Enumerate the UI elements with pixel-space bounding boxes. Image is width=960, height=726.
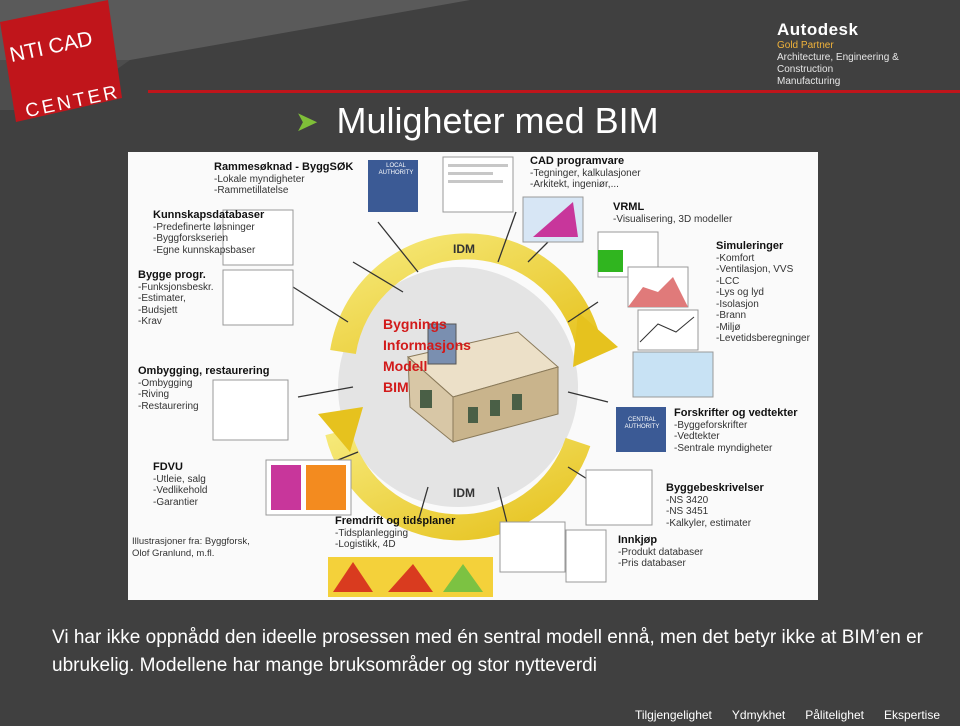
building-window-block <box>427 323 457 365</box>
illustration-credit: Illustrasjoner fra: Byggforsk, Olof Gran… <box>132 536 250 559</box>
partner-fields: Architecture, Engineering & Construction <box>777 52 899 75</box>
label-simulering: Simuleringer -Komfort -Ventilasjon, VVS … <box>716 240 810 344</box>
slide-title-text: Muligheter med BIM <box>336 100 659 141</box>
label-byggebeskrivelser: Byggebeskrivelser -NS 3420 -NS 3451 -Kal… <box>666 482 764 529</box>
footer-value-ekspertise: Ekspertise <box>883 708 940 722</box>
label-bygge: Bygge progr. -Funksjonsbeskr. -Estimater… <box>138 269 214 327</box>
idm-label-top: IDM <box>453 242 475 256</box>
label-cad: CAD programvare -Tegninger, kalkulasjone… <box>530 155 641 190</box>
label-innkjop: Innkjøp -Produkt databaser -Pris databas… <box>618 534 704 569</box>
label-kunnskap: Kunnskapsdatabaser -Predefinerte løsning… <box>153 209 265 256</box>
label-vrml: VRML -Visualisering, 3D modeller <box>613 201 733 225</box>
bullet-arrow-icon: ➤ <box>295 105 319 137</box>
footer-value-ydmykhet: Ydmykhet <box>731 708 786 722</box>
nti-cad-center-logo: NTI CAD CENTER <box>0 0 122 122</box>
cycle-arc-top <box>330 233 601 355</box>
slide-title: ➤ Muligheter med BIM <box>295 100 659 142</box>
bim-cycle-graphic <box>212 156 714 597</box>
label-forskrifter: Forskrifter og vedtekter -Byggeforskrift… <box>674 407 798 454</box>
label-rammesoknad: Rammesøknad - ByggSØK -Lokale myndighete… <box>214 161 354 196</box>
simulation-thumbnail <box>632 351 714 398</box>
cycle-arrow-bottom <box>318 407 363 452</box>
footer-value-palitelighet: Pålitelighet <box>805 708 864 722</box>
autodesk-brand: Autodesk <box>777 20 859 39</box>
autodesk-partner-badge: Autodesk Gold Partner Architecture, Engi… <box>777 20 957 88</box>
partner-field-2: Manufacturing <box>777 76 841 87</box>
footer-values: Tilgjengelighet Ydmykhet Pålitelighet Ek… <box>635 708 940 722</box>
cycle-arc-bottom <box>325 428 591 541</box>
central-authority-icon <box>616 407 666 452</box>
bim-label: Bygnings Informasjons Modell BIM <box>383 316 471 395</box>
cycle-arrow-top <box>573 312 618 367</box>
local-authority-icon <box>368 160 418 212</box>
label-fdvu: FDVU -Utleie, salg -Vedlikehold -Garanti… <box>153 461 208 508</box>
idm-label-bottom: IDM <box>453 486 475 500</box>
body-paragraph: Vi har ikke oppnådd den ideelle prosesse… <box>52 627 923 676</box>
footer-value-tilgjengelighet: Tilgjengelighet <box>634 708 712 722</box>
label-ombygging: Ombygging, restaurering -Ombygging -Rivi… <box>138 365 270 412</box>
label-fremdrift: Fremdrift og tidsplaner -Tidsplanlegging… <box>335 515 456 550</box>
title-divider <box>148 90 960 93</box>
partner-level: Gold Partner <box>777 40 834 51</box>
